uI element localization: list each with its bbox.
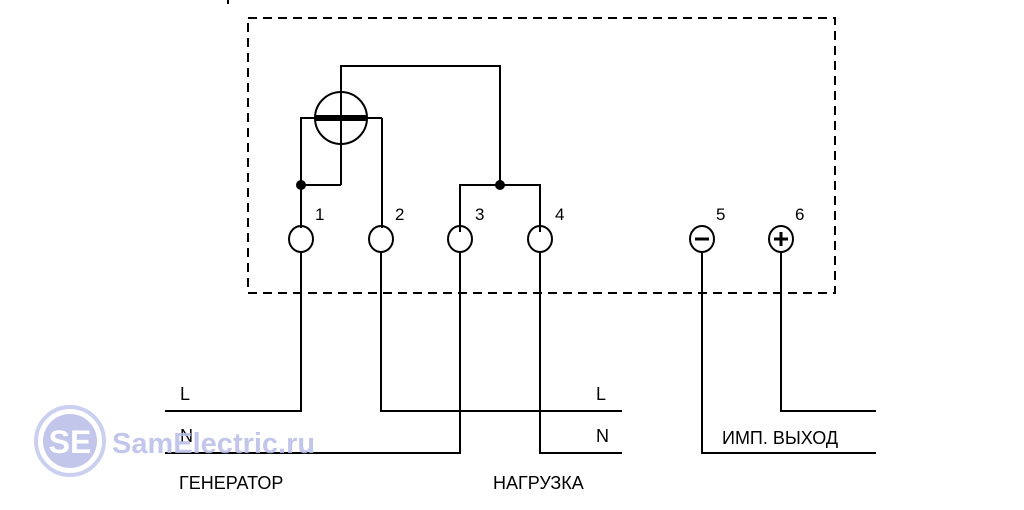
terminal-1 bbox=[288, 225, 314, 253]
generator-l-label: L bbox=[180, 384, 190, 404]
wire-gen-n bbox=[165, 252, 461, 454]
generator-n-label: N bbox=[180, 426, 193, 446]
generator-caption: ГЕНЕРАТОР bbox=[179, 473, 283, 493]
measuring-element bbox=[300, 91, 382, 145]
current-coil-wire bbox=[340, 65, 501, 185]
pulse-output-caption: ИМП. ВЫХОД bbox=[722, 428, 838, 448]
wire-pulse-minus bbox=[701, 252, 876, 454]
load-caption: НАГРУЗКА bbox=[493, 473, 584, 493]
terminal-6-plus bbox=[768, 225, 794, 253]
terminal-2 bbox=[368, 225, 394, 253]
junction-dot-voltage bbox=[296, 180, 306, 190]
terminal-5-number: 5 bbox=[716, 205, 725, 224]
meter-housing-outline bbox=[247, 17, 836, 294]
wire-load-l bbox=[380, 252, 622, 412]
terminal-2-number: 2 bbox=[395, 205, 404, 224]
wire-gen-l bbox=[165, 252, 302, 412]
terminal-1-number: 1 bbox=[315, 205, 324, 224]
load-l-label: L bbox=[596, 384, 606, 404]
junction-dot-current bbox=[495, 180, 505, 190]
watermark: SE SamElectric.ru bbox=[34, 405, 315, 477]
watermark-badge-icon bbox=[34, 405, 106, 477]
terminal-6-number: 6 bbox=[795, 205, 804, 224]
terminal-3-number: 3 bbox=[475, 205, 484, 224]
watermark-badge-text: SE bbox=[49, 424, 92, 460]
wire-load-n bbox=[539, 252, 622, 454]
wire-pulse-plus bbox=[780, 252, 876, 412]
terminal-5-minus bbox=[689, 225, 715, 253]
junction-3-4-bridge bbox=[459, 184, 541, 232]
terminal-4-number: 4 bbox=[555, 205, 564, 224]
watermark-site-text: SamElectric.ru bbox=[112, 428, 315, 460]
load-n-label: N bbox=[596, 426, 609, 446]
